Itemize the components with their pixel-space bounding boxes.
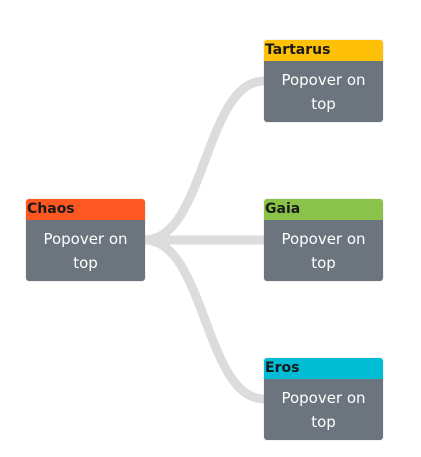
node-gaia-title: Gaia [264,199,383,220]
link-chaos-eros [140,235,269,404]
node-eros-popover: Popover on top [264,379,383,440]
node-tartarus[interactable]: Tartarus Popover on top [264,40,383,122]
node-eros-title: Eros [264,358,383,379]
node-chaos-title: Chaos [26,199,145,220]
node-tartarus-title: Tartarus [264,40,383,61]
link-chaos-tartarus [140,76,269,245]
node-eros[interactable]: Eros Popover on top [264,358,383,440]
node-chaos-popover: Popover on top [26,220,145,281]
node-tartarus-popover: Popover on top [264,61,383,122]
node-chaos[interactable]: Chaos Popover on top [26,199,145,281]
node-gaia-popover: Popover on top [264,220,383,281]
node-gaia[interactable]: Gaia Popover on top [264,199,383,281]
